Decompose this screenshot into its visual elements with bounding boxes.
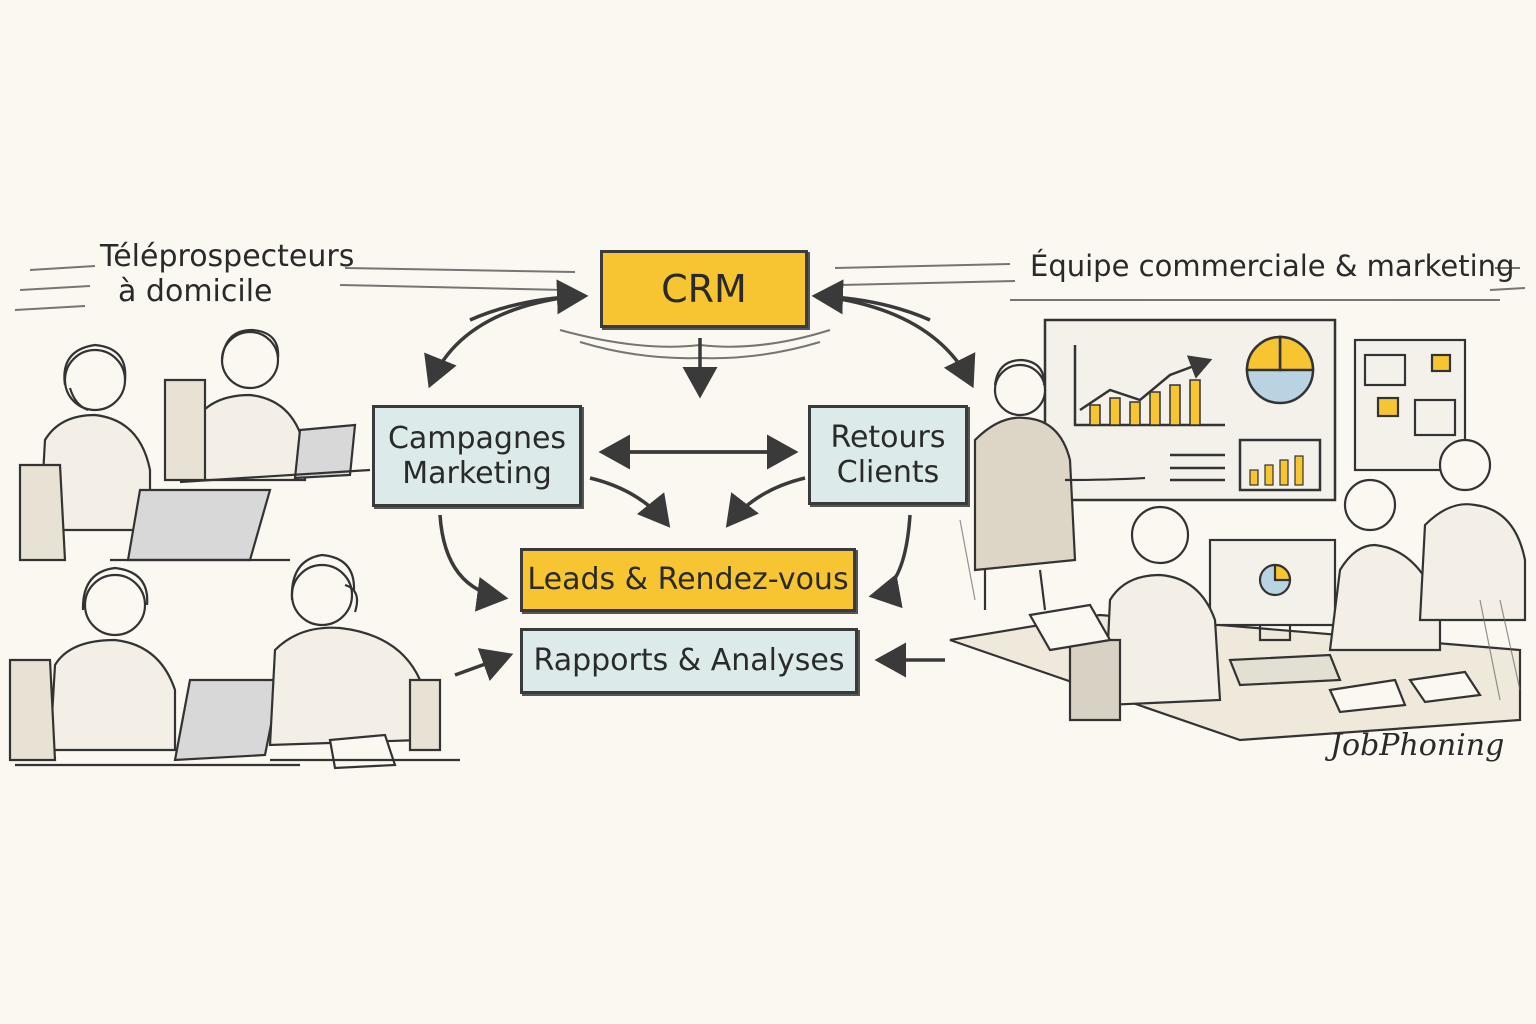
right-group-title: Équipe commerciale & marketing bbox=[1030, 249, 1515, 283]
brand-signature: JobPhoning bbox=[1330, 728, 1505, 763]
left-group-title: Téléprospecteurs à domicile bbox=[100, 239, 355, 309]
presenter bbox=[973, 358, 1146, 611]
crm-node: CRM bbox=[600, 250, 808, 328]
arrow-feedback-to-leads-b bbox=[868, 514, 912, 609]
hatch-lines bbox=[14, 263, 1526, 360]
arrow-crm-to-feedback bbox=[819, 294, 976, 389]
crm-arrowheads bbox=[469, 279, 931, 322]
feedback-node: Retours Clients bbox=[808, 405, 968, 505]
presentation-board bbox=[1043, 318, 1337, 502]
left-group-title-line2: à domicile bbox=[118, 273, 273, 309]
leads-label: Leads & Rendez-vous bbox=[527, 562, 849, 598]
reports-node: Rapports & Analyses bbox=[520, 628, 858, 694]
feedback-label-line1: Retours bbox=[830, 419, 946, 455]
left-group-title-line1: Téléprospecteurs bbox=[100, 239, 355, 274]
arrow-campaigns-to-leads-a bbox=[589, 476, 671, 528]
campaigns-label-line2: Marketing bbox=[402, 456, 552, 491]
right-hatching bbox=[959, 519, 1521, 701]
leads-node: Leads & Rendez-vous bbox=[520, 548, 856, 612]
campaigns-label-line1: Campagnes bbox=[387, 420, 567, 456]
telemarketer-1 bbox=[18, 343, 290, 562]
crm-label: CRM bbox=[661, 266, 747, 311]
feedback-label-line2: Clients bbox=[836, 455, 940, 490]
flow-arrows bbox=[424, 294, 976, 682]
arrow-left-to-reports bbox=[454, 648, 514, 682]
telemarketer-2 bbox=[163, 328, 371, 484]
campaigns-node: Campagnes Marketing bbox=[372, 405, 582, 507]
arrow-feedback-to-leads bbox=[725, 476, 806, 528]
reports-label: Rapports & Analyses bbox=[533, 643, 845, 679]
team-desk bbox=[949, 438, 1527, 742]
telemarketer-4 bbox=[268, 553, 460, 770]
arrow-campaigns-to-leads-b bbox=[438, 514, 509, 612]
telemarketer-3 bbox=[8, 566, 300, 767]
